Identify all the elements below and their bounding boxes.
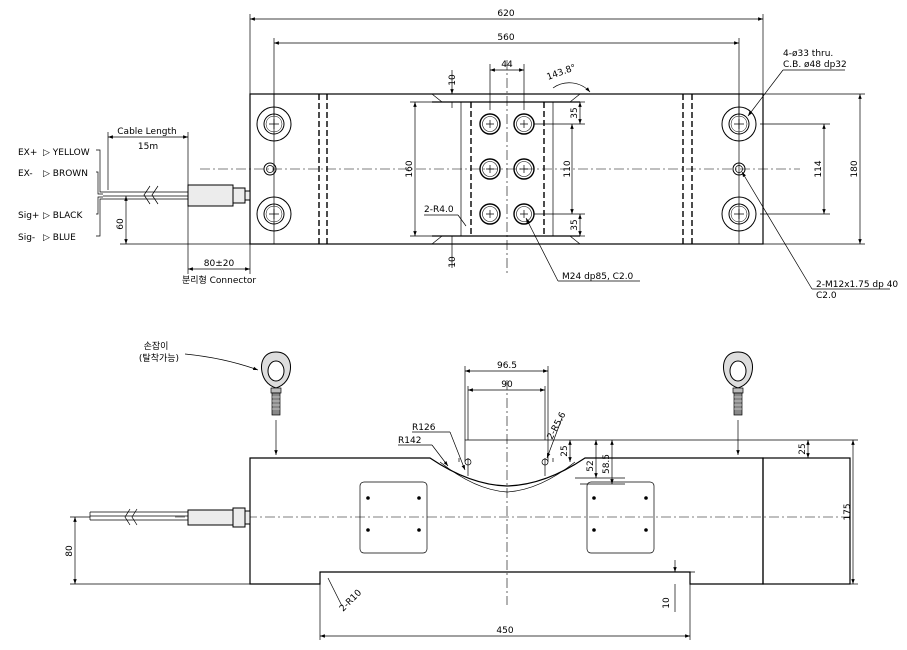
dim-connector: 80±20 <box>204 259 235 269</box>
front-body-outline <box>249 457 764 585</box>
dim-90: 90 <box>501 380 513 390</box>
tapped-holes <box>479 113 535 225</box>
dim-bolt-pitch: 560 <box>497 33 514 43</box>
wire-sig-minus-color: ▷ BLUE <box>43 233 76 243</box>
wire-sig-plus-color: ▷ BLACK <box>43 211 83 221</box>
dim-edge-bottom: 10 <box>448 256 458 268</box>
cover-plate-left <box>359 481 428 554</box>
dim-r5-6: 2-R5.6 <box>546 410 569 441</box>
cable-length-label: Cable Length <box>117 127 176 137</box>
tapped-hole-note: M24 dp85, C2.0 <box>562 272 634 282</box>
wire-ex-plus-color: ▷ YELLOW <box>43 148 90 158</box>
eye-bolt-right <box>723 351 753 455</box>
front-view: 손잡이 (탈착가능) <box>65 340 858 640</box>
dim-angle: 143.8° <box>546 63 578 83</box>
dim-25-outer: 25 <box>798 443 808 454</box>
wire-ex-plus-signal: EX+ <box>18 148 37 158</box>
dim-side-holes: 114 <box>814 160 824 177</box>
connector-label: 분리형 Connector <box>182 275 256 286</box>
dim-r142: R142 <box>398 436 421 446</box>
dim-cable-60: 60 <box>116 218 126 230</box>
dim-overall-length: 620 <box>497 9 514 19</box>
dim-hole-spacing: 44 <box>501 60 513 70</box>
dim-row-top: 35 <box>570 107 580 118</box>
handle-label-2: (탈착가능) <box>139 353 179 364</box>
dim-block-height: 160 <box>405 160 415 177</box>
dim-96-5: 96.5 <box>497 361 517 371</box>
mounting-hole-note-1: 4-ø33 thru. <box>783 49 833 59</box>
side-tap-note-2: C2.0 <box>816 291 837 301</box>
wire-sig-plus-signal: Sig+ <box>18 211 39 221</box>
dim-overall-width: 180 <box>850 160 860 177</box>
cover-plate-right <box>586 481 655 554</box>
dim-450: 450 <box>496 626 513 636</box>
dim-row-bottom: 35 <box>570 219 580 230</box>
mounting-hole-note-2: C.B. ø48 dp32 <box>783 60 847 70</box>
wire-ex-minus-signal: EX- <box>18 169 33 179</box>
dim-52: 52 <box>586 460 596 471</box>
cable-length-value: 15m <box>138 142 158 152</box>
top-connector-body <box>187 184 234 207</box>
dim-80: 80 <box>65 545 75 557</box>
eye-bolt-left <box>261 351 291 455</box>
wire-sig-minus-signal: Sig- <box>18 233 35 243</box>
dim-10: 10 <box>662 597 672 609</box>
dim-r10: 2-R10 <box>338 588 364 614</box>
wire-ex-minus-color: ▷ BROWN <box>43 169 88 179</box>
dim-holes-span: 110 <box>563 160 573 177</box>
dim-175: 175 <box>843 503 853 520</box>
top-view: 620 560 <box>18 9 898 301</box>
dim-58-5: 58.5 <box>602 454 612 474</box>
dim-25-inner: 25 <box>560 445 570 456</box>
dim-edge-top: 10 <box>448 74 458 86</box>
side-tap-note-1: 2-M12x1.75 dp 40 <box>816 280 898 290</box>
dim-r126: R126 <box>412 423 436 433</box>
corner-radius-note: 2-R4.0 <box>424 205 454 215</box>
handle-label-1: 손잡이 <box>144 340 169 352</box>
